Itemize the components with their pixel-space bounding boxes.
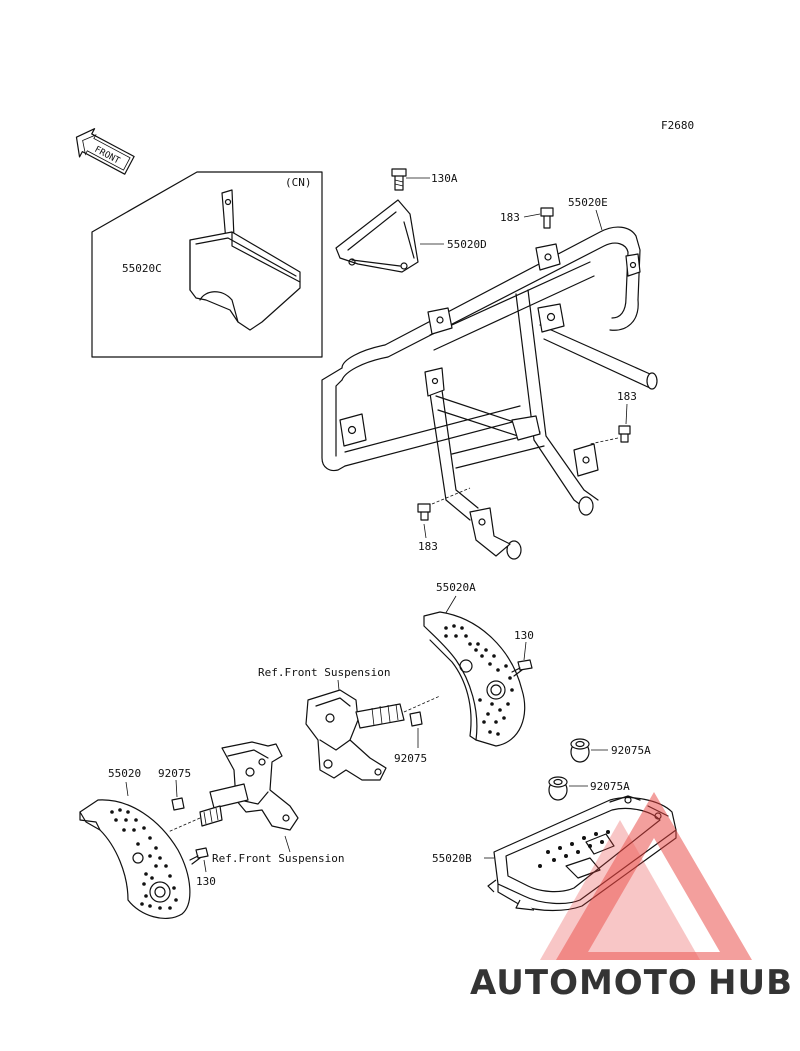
part-92075-mid-nut-drawing — [409, 711, 423, 748]
watermark-text-part1: AUTOMOTO — [470, 963, 698, 1003]
leader-55020 — [125, 781, 129, 797]
label-183-right: 183 — [617, 390, 637, 403]
part-130a-bolt-drawing — [391, 168, 430, 191]
part-knuckle-left-drawing — [167, 741, 299, 833]
watermark-text-part2: HUB — [708, 963, 793, 1003]
label-55020c: 55020C — [122, 262, 162, 275]
front-arrow-icon: FRONT — [75, 128, 135, 175]
label-130-right: 130 — [514, 629, 534, 642]
label-92075a-1: 92075A — [611, 744, 651, 757]
automotohub-watermark: AUTOMOTO HUB — [470, 792, 793, 1003]
part-92075a-spacer-2-drawing — [548, 776, 588, 801]
label-55020b: 55020B — [432, 852, 472, 865]
part-55020a-guard-drawing — [423, 611, 526, 747]
label-183-bottom: 183 — [418, 540, 438, 553]
leader-ref-2 — [284, 835, 291, 853]
skid-plate-holes — [538, 830, 610, 868]
part-92075-left-nut-drawing — [171, 779, 185, 811]
label-130a: 130A — [431, 172, 458, 185]
leader-55020e — [595, 209, 603, 231]
label-130-left: 130 — [196, 875, 216, 888]
label-55020e: 55020E — [568, 196, 608, 209]
label-92075-mid: 92075 — [394, 752, 427, 765]
label-55020a: 55020A — [436, 581, 476, 594]
label-92075-left: 92075 — [158, 767, 191, 780]
watermark-triangle-logo — [556, 792, 752, 960]
part-55020d-bracket-drawing — [335, 199, 444, 273]
part-183-top-bolt-drawing — [523, 207, 554, 229]
label-55020: 55020 — [108, 767, 141, 780]
label-183-top: 183 — [500, 211, 520, 224]
label-92075a-2: 92075A — [590, 780, 630, 793]
part-183-bottom-bolt-drawing — [417, 487, 471, 539]
label-55020d: 55020D — [447, 238, 487, 251]
part-55020-guard-drawing — [79, 799, 191, 919]
ref-front-suspension-2: Ref.Front Suspension — [212, 852, 344, 865]
part-130-right-bolt-drawing — [511, 641, 533, 677]
part-55020e-frame-drawing — [321, 226, 658, 560]
vent-holes-55020a — [444, 624, 514, 736]
cn-inset-box: (CN) 55020C — [91, 171, 323, 358]
vent-holes-55020 — [110, 808, 178, 910]
ref-front-suspension-1: Ref.Front Suspension — [258, 666, 390, 679]
cn-variant-label: (CN) — [285, 176, 312, 189]
part-knuckle-right-drawing — [305, 689, 441, 781]
part-55020c-guard-drawing — [189, 189, 301, 331]
part-183-right-bolt-drawing — [589, 403, 631, 445]
diagram-code: F2680 — [661, 119, 694, 132]
part-92075a-spacer-1-drawing — [570, 738, 608, 763]
part-130-left-bolt-drawing — [189, 847, 209, 873]
